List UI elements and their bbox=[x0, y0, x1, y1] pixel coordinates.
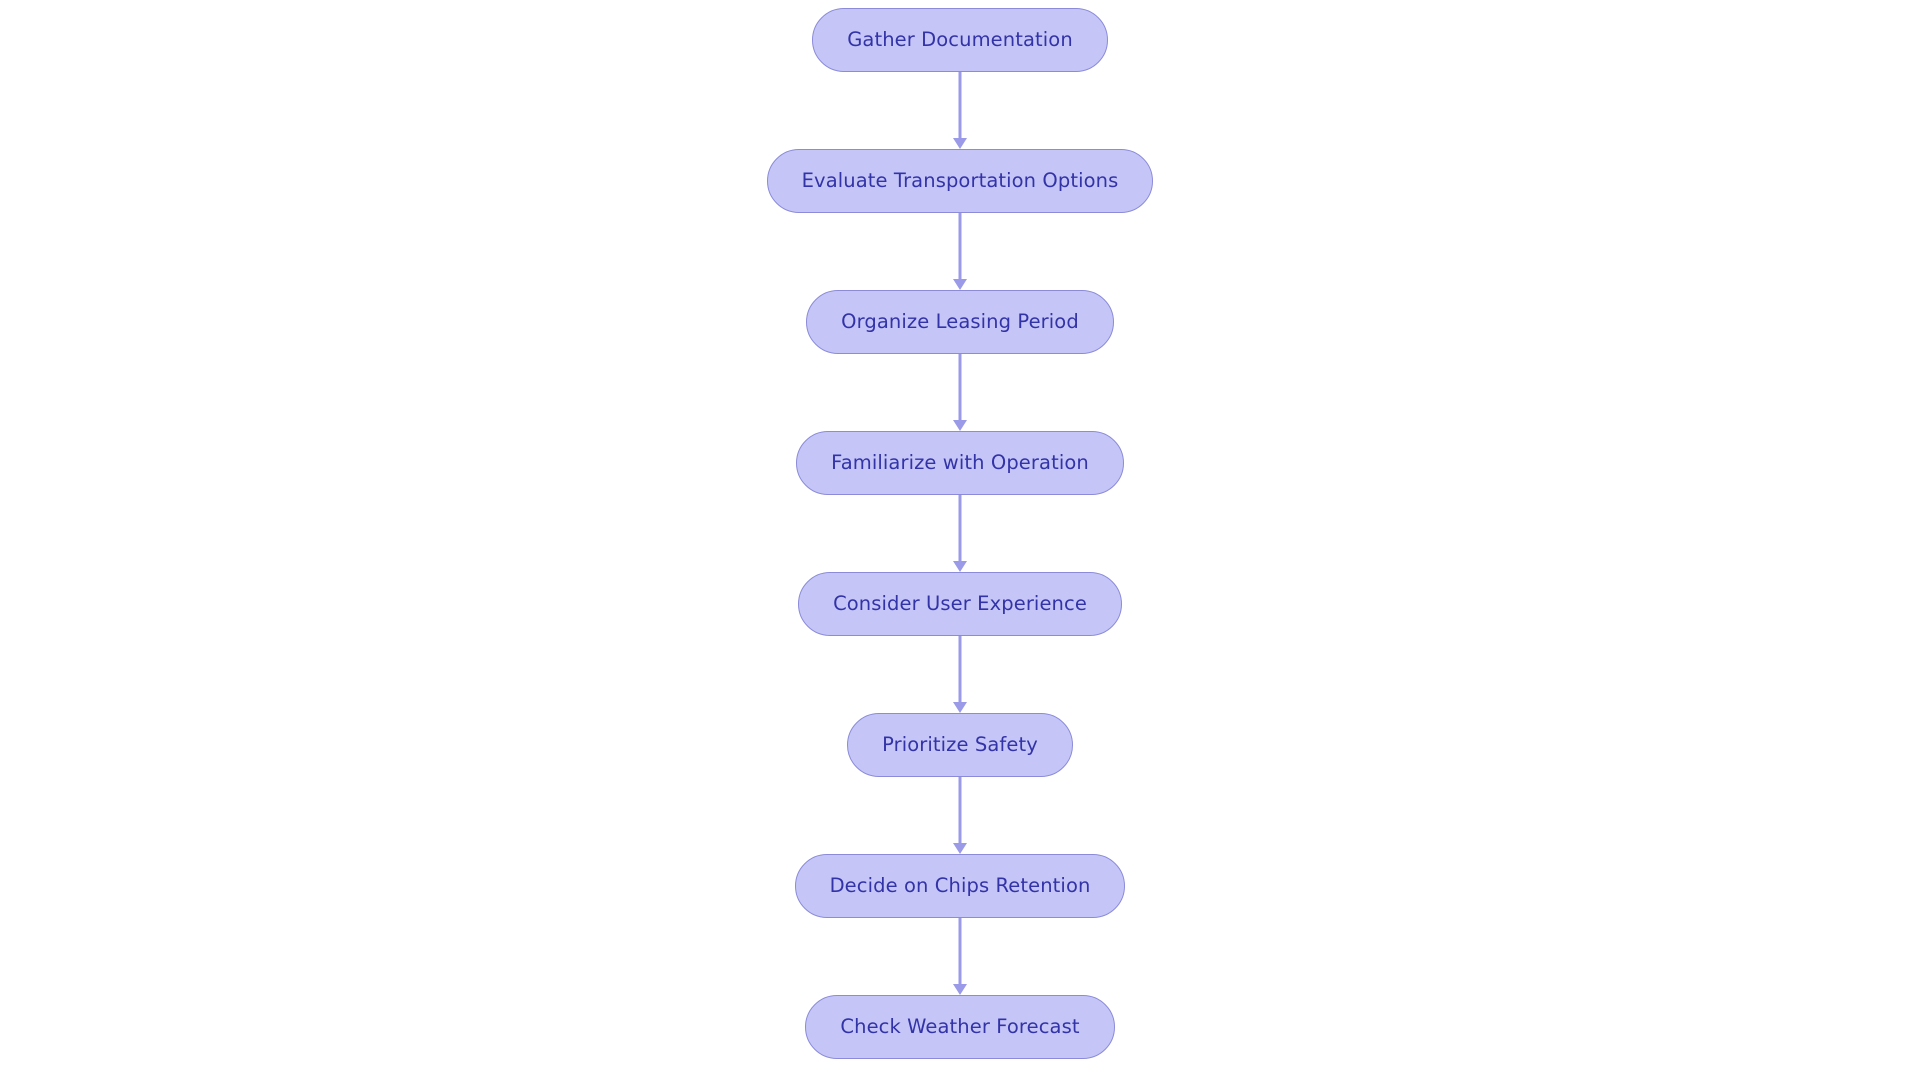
flow-node-evaluate-transportation[interactable]: Evaluate Transportation Options bbox=[766, 149, 1154, 213]
edge-line bbox=[958, 636, 962, 703]
edge-line bbox=[958, 354, 962, 421]
flow-node-check-weather-forecast[interactable]: Check Weather Forecast bbox=[805, 995, 1115, 1059]
flow-edge-1 bbox=[952, 72, 968, 149]
edge-line bbox=[958, 213, 962, 280]
flow-edge-2 bbox=[952, 213, 968, 290]
arrowhead-down-icon bbox=[953, 843, 967, 854]
arrowhead-down-icon bbox=[953, 138, 967, 149]
flow-node-label: Evaluate Transportation Options bbox=[801, 169, 1119, 193]
edge-line bbox=[958, 918, 962, 985]
flow-edge-6 bbox=[952, 777, 968, 854]
arrowhead-down-icon bbox=[953, 279, 967, 290]
flow-node-consider-user-experience[interactable]: Consider User Experience bbox=[798, 572, 1122, 636]
flow-node-label: Consider User Experience bbox=[833, 592, 1087, 616]
flow-edge-7 bbox=[952, 918, 968, 995]
edge-line bbox=[958, 72, 962, 139]
flow-node-label: Decide on Chips Retention bbox=[829, 874, 1091, 898]
flow-node-label: Prioritize Safety bbox=[882, 733, 1038, 757]
flow-node-organize-leasing-period[interactable]: Organize Leasing Period bbox=[806, 290, 1114, 354]
flow-node-decide-chips-retention[interactable]: Decide on Chips Retention bbox=[794, 854, 1126, 918]
flow-node-label: Organize Leasing Period bbox=[841, 310, 1079, 334]
flow-node-label: Check Weather Forecast bbox=[840, 1015, 1080, 1039]
arrowhead-down-icon bbox=[953, 561, 967, 572]
flow-edge-4 bbox=[952, 495, 968, 572]
flow-node-label: Gather Documentation bbox=[847, 28, 1073, 52]
flow-node-prioritize-safety[interactable]: Prioritize Safety bbox=[847, 713, 1073, 777]
arrowhead-down-icon bbox=[953, 420, 967, 431]
flow-node-label: Familiarize with Operation bbox=[831, 451, 1089, 475]
flow-edge-3 bbox=[952, 354, 968, 431]
flow-node-gather-documentation[interactable]: Gather Documentation bbox=[812, 8, 1108, 72]
flow-node-familiarize-with-operation[interactable]: Familiarize with Operation bbox=[796, 431, 1124, 495]
arrowhead-down-icon bbox=[953, 702, 967, 713]
flow-edge-5 bbox=[952, 636, 968, 713]
edge-line bbox=[958, 777, 962, 844]
arrowhead-down-icon bbox=[953, 984, 967, 995]
edge-line bbox=[958, 495, 962, 562]
